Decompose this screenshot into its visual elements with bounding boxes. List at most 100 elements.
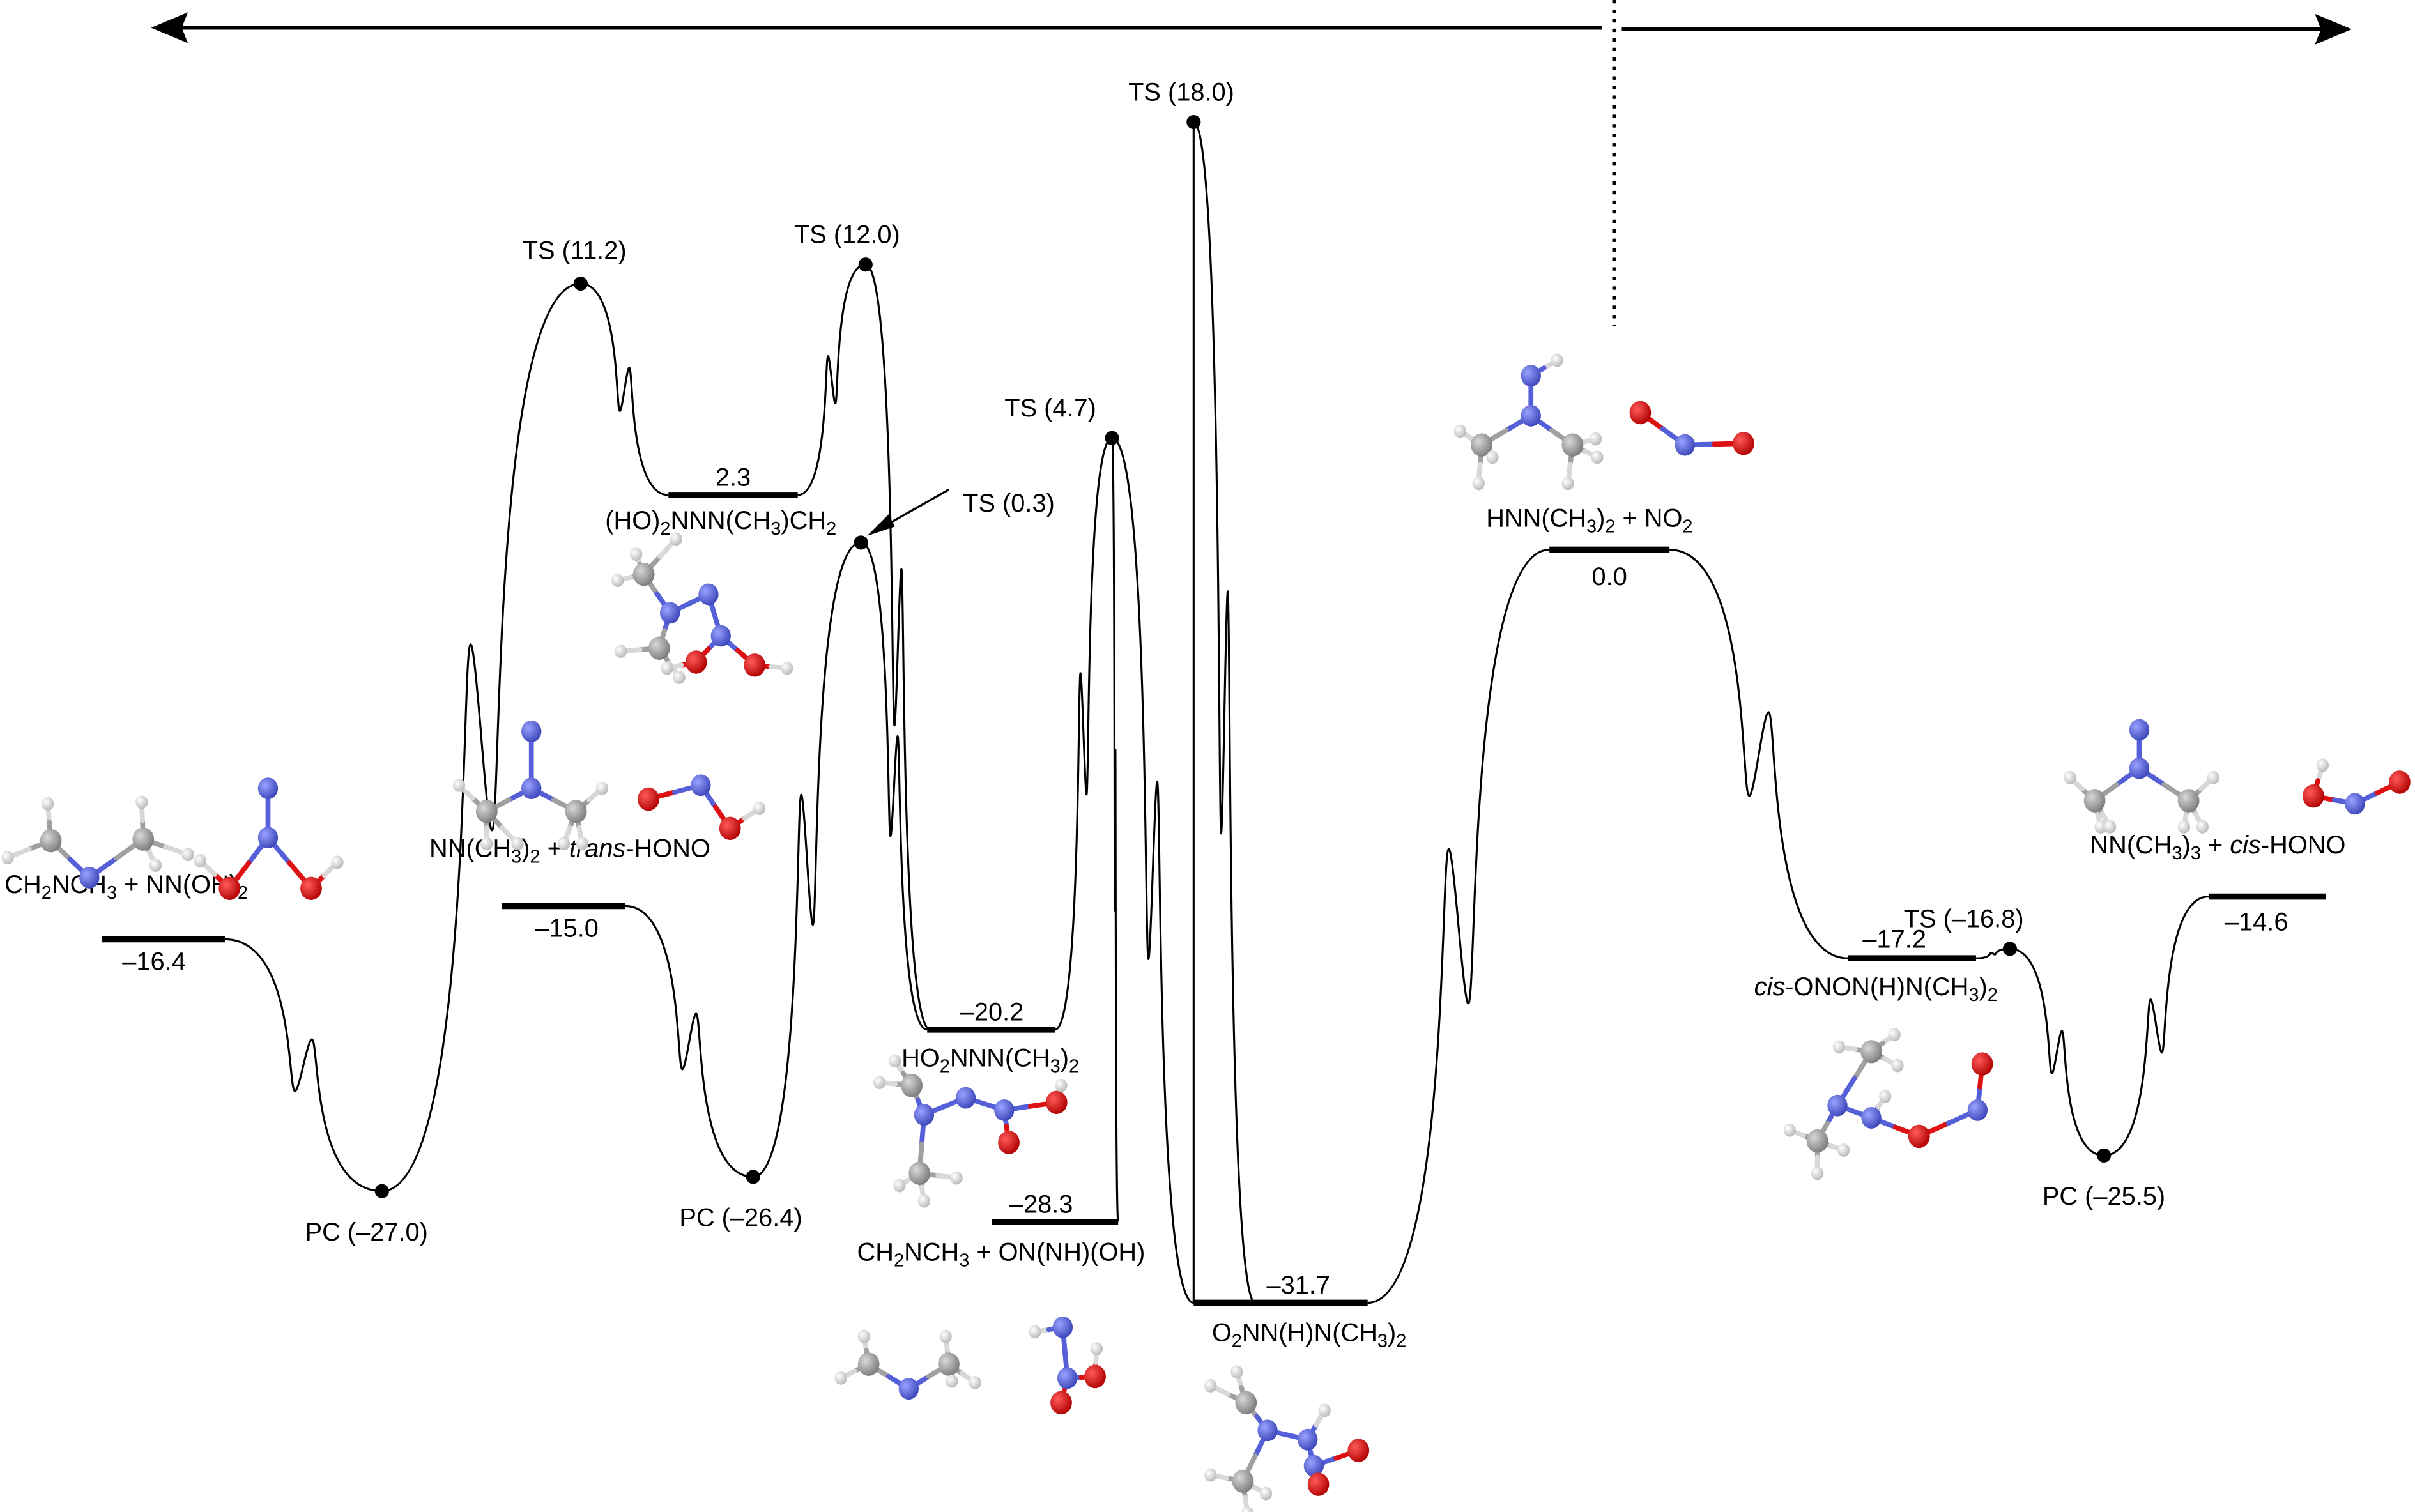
atom-h <box>888 1054 901 1068</box>
complex-point <box>746 1170 760 1184</box>
atom-o <box>1971 1052 1993 1076</box>
atom-c <box>908 1161 931 1185</box>
atom-h <box>135 795 148 809</box>
transition-state-point <box>858 257 873 272</box>
path-ts4-p1 <box>1110 437 1119 1223</box>
atom-h <box>2177 820 2191 834</box>
molecule-i1 <box>611 532 793 684</box>
atom-c <box>1860 1040 1882 1064</box>
atom-n <box>1967 1099 1988 1121</box>
atom-c <box>565 800 587 823</box>
atom-c <box>648 636 670 660</box>
transition-state-point <box>1186 114 1201 130</box>
atom-h <box>1090 1342 1103 1355</box>
complex-point <box>2096 1148 2112 1163</box>
atom-h <box>576 837 588 851</box>
atom-h <box>1055 1078 1068 1092</box>
atom-n <box>1827 1094 1848 1117</box>
energy-value-label: –31.7 <box>1266 1271 1330 1299</box>
species-label: CH2NCH3 + NN(OH)2 <box>4 871 248 903</box>
atom-h <box>452 778 466 792</box>
atom-h <box>2207 770 2220 784</box>
atom-h <box>1879 1089 1892 1103</box>
atom-o <box>744 653 766 677</box>
energy-value-label: –17.2 <box>1862 925 1926 953</box>
left-arrowhead-icon <box>151 12 188 43</box>
atom-c <box>1561 433 1584 457</box>
atom-h <box>893 1179 906 1193</box>
molecule-refb <box>1629 401 1754 456</box>
atom-h <box>611 574 624 588</box>
atom-o <box>2303 784 2324 808</box>
path-pc3-r3 <box>2104 895 2209 1157</box>
atom-h <box>2094 820 2107 834</box>
atom-n <box>955 1087 976 1109</box>
atom-n <box>79 866 100 889</box>
complex-point <box>374 1184 389 1198</box>
atom-h <box>1832 1040 1846 1054</box>
atom-h <box>917 1194 931 1208</box>
atom-h <box>781 661 793 675</box>
atom-c <box>2177 789 2200 813</box>
atom-h <box>557 837 570 851</box>
molecule-r3b <box>2303 758 2411 815</box>
atom-h <box>1811 1166 1824 1180</box>
stationary-point-label: TS (18.0) <box>1128 78 1234 106</box>
atom-n <box>691 774 711 797</box>
atom-n <box>1052 1316 1073 1338</box>
atom-n <box>521 777 542 800</box>
atom-c <box>132 827 155 851</box>
atom-c <box>2083 789 2106 813</box>
stationary-point-label: TS (0.3) <box>963 489 1055 517</box>
atom-c <box>938 1352 960 1376</box>
stationary-points <box>374 114 2112 1198</box>
atom-h <box>1472 477 1485 491</box>
species-label: (HO)2NNN(CH3)CH2 <box>605 507 836 539</box>
molecule-r2a <box>452 721 609 851</box>
stationary-point-label: TS (12.0) <box>794 220 900 248</box>
atom-o <box>1733 431 1754 455</box>
atom-o <box>1307 1472 1330 1496</box>
atom-h <box>1589 432 1602 446</box>
atom-h <box>2064 770 2076 784</box>
path-ts5-i3 <box>1193 121 1256 1304</box>
path-ts2-i2 <box>865 263 931 1031</box>
path-i2-ts4 <box>1054 437 1113 1031</box>
path-ts1-i1 <box>580 282 669 496</box>
atom-h <box>42 797 54 811</box>
atom-h <box>2196 820 2209 834</box>
atom-o <box>1084 1364 1106 1389</box>
atom-h <box>511 837 524 851</box>
stationary-point-label: TS (–16.8) <box>1904 905 2024 933</box>
atom-n <box>914 1104 935 1126</box>
atom-c <box>1235 1391 1257 1415</box>
species-label: NN(CH3)2 + trans-HONO <box>429 834 710 867</box>
energy-value-label: –15.0 <box>535 915 599 943</box>
path-ref-i4 <box>1669 548 1848 959</box>
atom-h <box>1486 450 1499 464</box>
path-i3-ref <box>1367 548 1550 1304</box>
atom-n <box>2129 719 2150 741</box>
molecule-r2b <box>638 774 766 841</box>
atom-h <box>673 671 686 684</box>
species-label: CH2NCH3 + ON(NH)(OH) <box>857 1238 1146 1271</box>
atom-n <box>1521 365 1541 387</box>
atom-h <box>969 1376 981 1389</box>
atom-h <box>857 1329 871 1343</box>
atom-o <box>2389 770 2411 794</box>
molecule-i4 <box>1783 1028 1993 1180</box>
path-i4-ts6 <box>1975 947 2010 959</box>
atom-o <box>719 816 741 841</box>
atom-h <box>1204 1468 1217 1482</box>
atom-h <box>1551 353 1563 367</box>
atom-n <box>1861 1107 1882 1129</box>
ts-0.3-callout-arrow <box>867 489 949 536</box>
atom-h <box>1241 1507 1254 1512</box>
atom-h <box>1 851 14 864</box>
atom-h <box>1783 1123 1796 1137</box>
molecule-p1a <box>834 1329 981 1400</box>
atom-h <box>149 859 162 873</box>
transition-state-point <box>2002 942 2018 956</box>
stationary-point-label: PC (–25.5) <box>2043 1182 2165 1210</box>
atom-o <box>1045 1090 1068 1115</box>
